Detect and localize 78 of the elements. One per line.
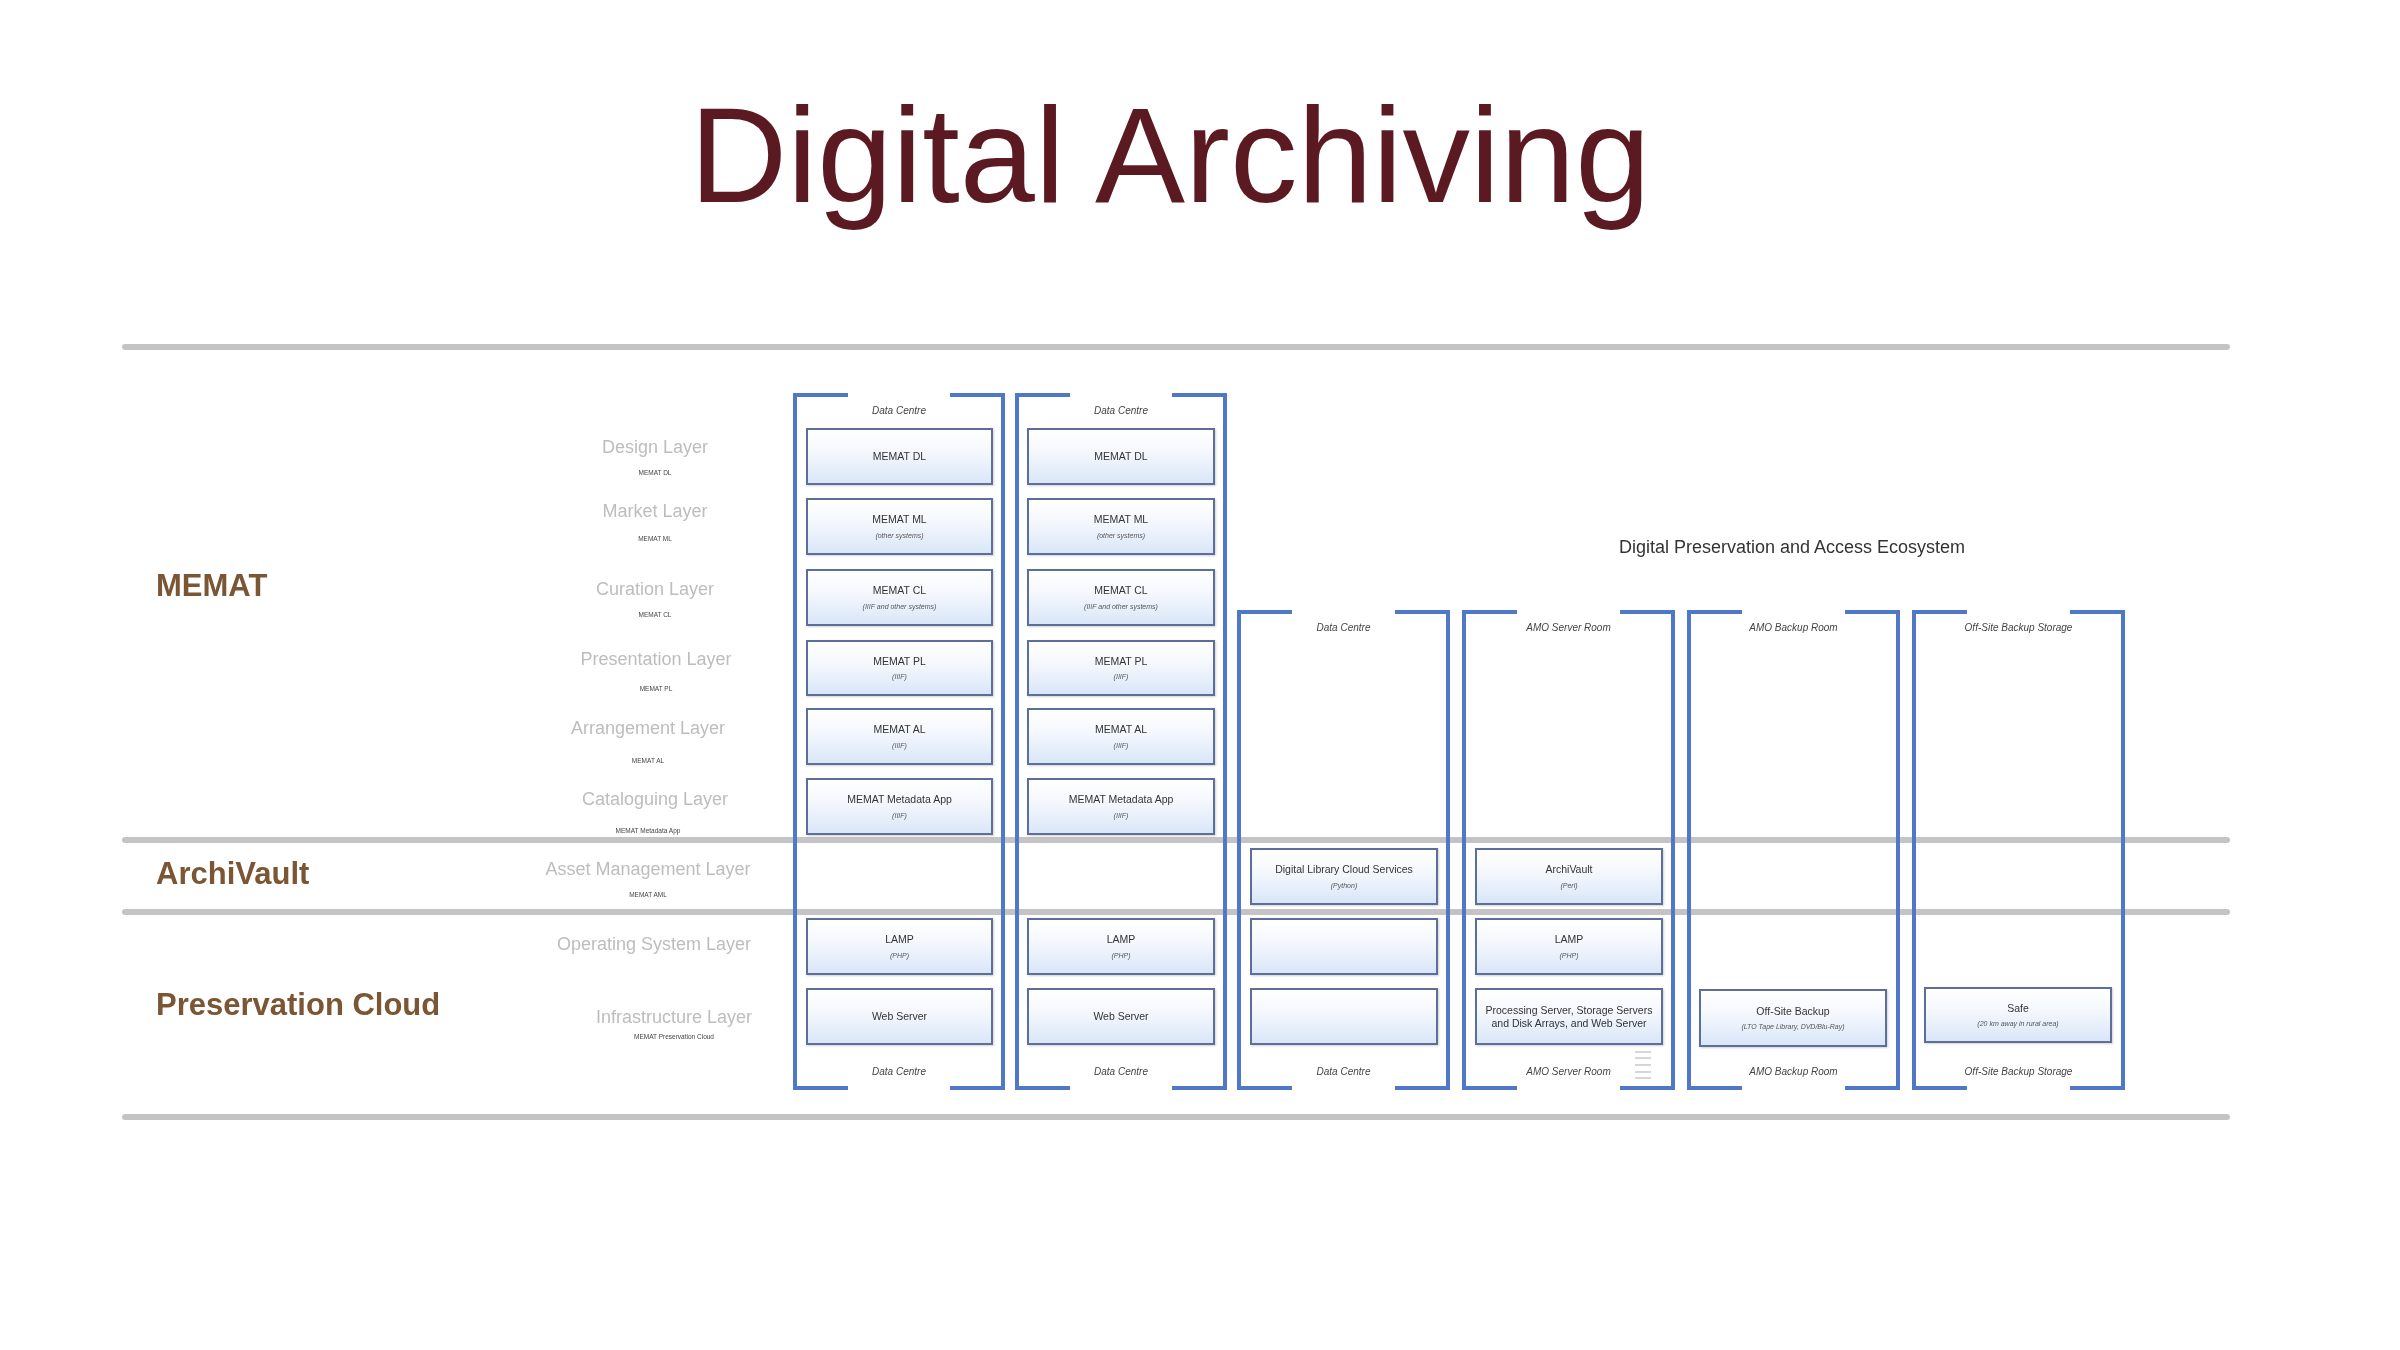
site-column: [1015, 393, 1227, 1090]
component-box: [1027, 498, 1215, 555]
layer-label: Curation Layer: [595, 579, 715, 601]
column-heading: AMO Backup Room: [1749, 1066, 1838, 1078]
layer-label: Presentation Layer: [580, 649, 732, 671]
component-box: [1027, 778, 1215, 835]
band-label: MEMAT: [156, 567, 268, 605]
component-name: LAMP: [885, 933, 914, 946]
component-name: LAMP: [1554, 933, 1584, 946]
component-name: MEMAT ML: [1093, 513, 1149, 526]
diagram-title: Digital Archiving: [688, 79, 1652, 234]
column-heading: AMO Backup Room: [1749, 622, 1838, 634]
band-label: Preservation Cloud: [156, 986, 441, 1024]
layer-label: Arrangement Layer: [570, 718, 726, 740]
component-box: [806, 428, 993, 485]
component-box: [1475, 918, 1663, 975]
band-label: ArchiVault: [156, 855, 310, 893]
component-name: MEMAT ML: [872, 513, 927, 526]
component-box: [1027, 988, 1215, 1045]
component-name: Web Server: [1093, 1010, 1149, 1023]
component-box: [806, 640, 993, 696]
component-box: [806, 569, 993, 626]
site-column: [1237, 610, 1450, 1090]
component-box: [1250, 848, 1438, 905]
component-name: MEMAT CL: [872, 584, 927, 597]
column-heading: Data Centre: [1316, 1066, 1371, 1078]
component-name: Safe: [2007, 1001, 2029, 1015]
component-box: [1250, 988, 1438, 1045]
component-name: Digital Library Cloud Services: [1275, 863, 1413, 876]
layer-label: Asset Management Layer: [545, 859, 751, 881]
layer-label: Design Layer: [601, 437, 709, 459]
component-name: Web Server: [871, 1010, 928, 1023]
layer-label: Market Layer: [602, 501, 708, 523]
component-box: [806, 498, 993, 555]
component-name: MEMAT AL: [1094, 723, 1148, 736]
component-name: MEMAT DL: [1094, 450, 1148, 463]
component-name: MEMAT DL: [872, 450, 927, 463]
component-name: Off-Site Backup: [1756, 1004, 1830, 1018]
column-heading: Data Centre: [872, 1066, 926, 1078]
layer-label: Cataloguing Layer: [581, 789, 729, 811]
component-box: [806, 708, 993, 765]
component-box: [1027, 569, 1215, 626]
subtitle: Digital Preservation and Access Ecosystem: [1618, 537, 1966, 559]
component-box: [1027, 428, 1215, 485]
component-box: [1027, 918, 1215, 975]
column-heading: Off-Site Backup Storage: [1964, 1066, 2073, 1078]
component-name: MEMAT PL: [873, 654, 926, 668]
component-name: MEMAT CL: [1094, 584, 1148, 597]
column-heading: Off-Site Backup Storage: [1964, 622, 2073, 634]
site-column: [1462, 610, 1675, 1090]
site-column: [1687, 610, 1900, 1090]
column-heading: Data Centre: [1094, 1066, 1148, 1078]
column-heading: Data Centre: [872, 405, 926, 417]
component-name: LAMP: [1106, 933, 1136, 946]
component-name: Processing Server, Storage Servers and Disk Arrays, and Web Server: [1484, 1003, 1654, 1030]
component-box: [806, 988, 993, 1045]
component-box: [1027, 708, 1215, 765]
component-box: [806, 918, 993, 975]
component-box: [806, 778, 993, 835]
component-box: [1475, 848, 1663, 905]
site-column: [793, 393, 1005, 1090]
layer-label: Operating System Layer: [556, 934, 752, 956]
component-name: MEMAT AL: [873, 723, 926, 736]
component-box: [1699, 989, 1887, 1047]
component-name: MEMAT Metadata App: [847, 793, 952, 806]
component-box: [1475, 988, 1663, 1045]
column-heading: AMO Server Room: [1526, 622, 1611, 634]
column-heading: Data Centre: [1316, 622, 1371, 634]
component-box: [1924, 987, 2112, 1043]
component-box: [1027, 640, 1215, 696]
component-name: MEMAT PL: [1094, 654, 1148, 668]
site-column: [1912, 610, 2125, 1090]
component-name: ArchiVault: [1545, 863, 1593, 876]
layer-label: Infrastructure Layer: [595, 1007, 753, 1029]
column-heading: AMO Server Room: [1526, 1066, 1611, 1078]
component-name: MEMAT Metadata App: [1068, 793, 1174, 806]
column-heading: Data Centre: [1094, 405, 1148, 417]
component-box: [1250, 918, 1438, 975]
